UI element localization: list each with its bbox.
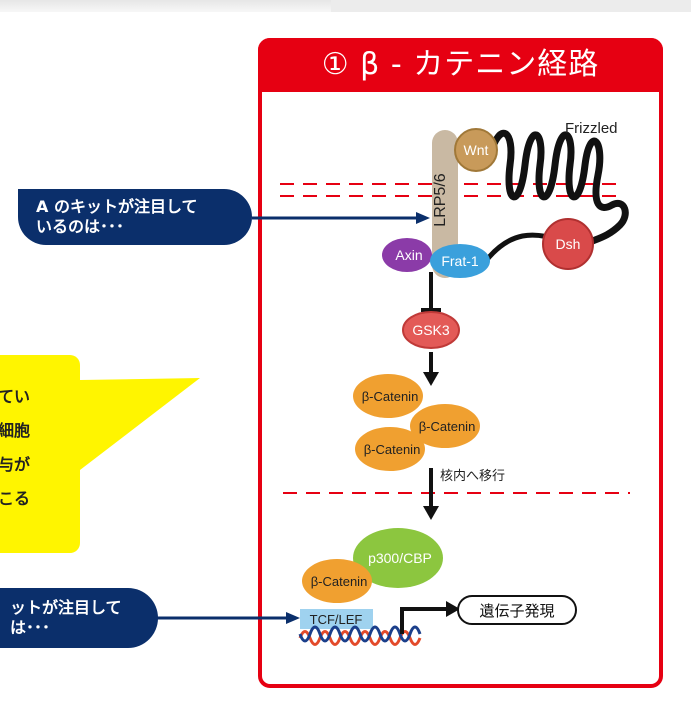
p300-label: p300/CBP bbox=[368, 550, 432, 566]
tcf-box bbox=[300, 609, 373, 629]
panel-title: ① β - カテニン経路 bbox=[258, 38, 663, 92]
catenin-label-4: β-Catenin bbox=[311, 574, 368, 589]
note-line: てい bbox=[0, 387, 31, 406]
callout-a-arrowhead bbox=[416, 212, 430, 224]
lrp-label: LRP5/6 bbox=[432, 173, 449, 226]
axin-label: Axin bbox=[395, 247, 422, 263]
dna-strand-red bbox=[298, 630, 422, 646]
frizzled-label: Frizzled bbox=[565, 120, 618, 137]
yellow-note: てい 細胞 与が こる bbox=[0, 355, 80, 553]
p300-node bbox=[353, 528, 443, 588]
frat-node bbox=[430, 244, 490, 278]
wnt-label: Wnt bbox=[464, 142, 489, 158]
note-line: こる bbox=[0, 489, 31, 508]
callout-b-line: は･･･ bbox=[10, 618, 51, 637]
gsk3-node bbox=[402, 311, 460, 349]
callout-b-arrowhead bbox=[286, 612, 300, 624]
dsh-label: Dsh bbox=[556, 236, 581, 252]
top-bar bbox=[0, 0, 691, 12]
frizzled-receptor bbox=[486, 129, 629, 246]
catenin-node-2 bbox=[410, 404, 480, 448]
callout-a-line: いるのは･･･ bbox=[36, 217, 125, 236]
gene-expression-label: 遺伝子発現 bbox=[479, 602, 554, 620]
gene-expression-box bbox=[457, 595, 577, 625]
catenin-label-1: β-Catenin bbox=[362, 389, 419, 404]
callout-a: A のキットが注目して いるのは･･･ bbox=[18, 189, 252, 245]
nuclear-label: 核内へ移行 bbox=[440, 468, 505, 484]
catenin-node-1 bbox=[353, 374, 423, 418]
transcription-arrow bbox=[400, 607, 448, 634]
callout-b-line: ットが注目して bbox=[10, 598, 122, 617]
gsk3-label: GSK3 bbox=[412, 322, 450, 338]
catenin-node-4 bbox=[302, 559, 372, 603]
note-line: 細胞 bbox=[0, 421, 31, 440]
frat-label: Frat-1 bbox=[441, 253, 479, 269]
catenin-label-2: β-Catenin bbox=[419, 419, 476, 434]
catenin-label-3: β-Catenin bbox=[364, 442, 421, 457]
wnt-node bbox=[454, 128, 498, 172]
top-bar-segment bbox=[331, 0, 691, 12]
catenin-node-3 bbox=[355, 427, 425, 471]
note-pointer bbox=[80, 378, 200, 470]
tcf-label: TCF/LEF bbox=[310, 612, 363, 627]
axin-node bbox=[382, 238, 432, 272]
arrow-gsk3-catenin-head bbox=[423, 372, 439, 386]
callout-b: ットが注目して は･･･ bbox=[0, 588, 158, 648]
dsh-node bbox=[542, 218, 594, 270]
transcription-arrow-head bbox=[446, 601, 460, 617]
arrow-nuclear-head bbox=[423, 506, 439, 520]
note-line: 与が bbox=[0, 455, 31, 474]
lrp-receptor bbox=[432, 130, 458, 278]
callout-a-line: A のキットが注目して bbox=[36, 197, 198, 216]
